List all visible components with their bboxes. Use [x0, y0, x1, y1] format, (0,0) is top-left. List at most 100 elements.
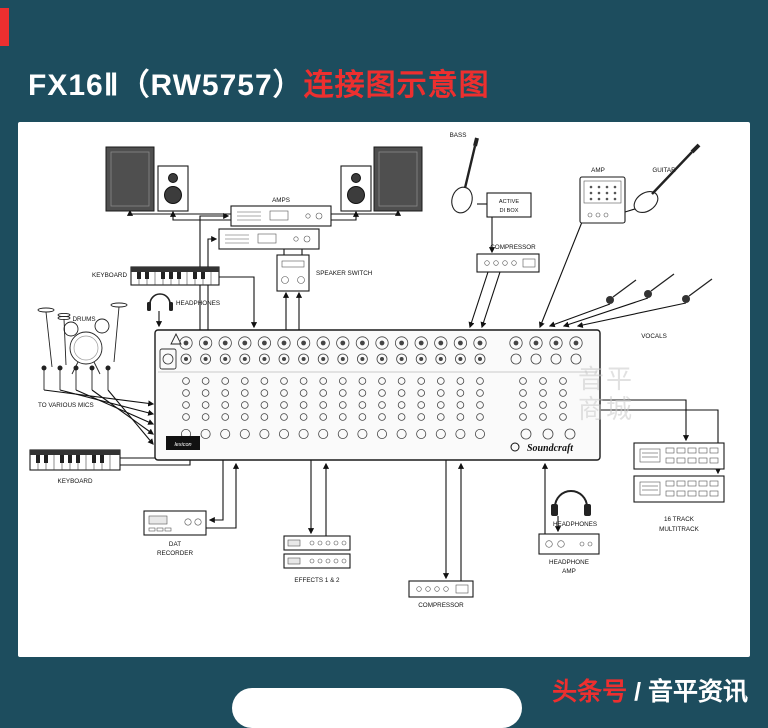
title-model: FX16Ⅱ（RW5757） — [28, 69, 304, 102]
headphones-top: HEADPHONES — [147, 293, 220, 311]
compressor-bottom-label: COMPRESSOR — [418, 602, 464, 609]
drums-label: DRUMS — [72, 316, 95, 323]
page-title: FX16Ⅱ（RW5757）连接图示意图 — [28, 60, 490, 104]
amps-label: AMPS — [272, 197, 290, 204]
keyboard-bottom-label: KEYBOARD — [58, 478, 93, 485]
mic-icon — [644, 290, 652, 298]
effects-units: EFFECTS 1 & 2 — [283, 535, 351, 584]
wire-mic-2 — [59, 389, 155, 416]
wire-amp-to-monitor-left — [169, 210, 231, 221]
wire-amp-to-monitor-right — [331, 210, 360, 221]
watermark-text: 商城 — [578, 394, 634, 424]
amp-rack-2 — [218, 228, 320, 250]
headphones-right: HEADPHONES — [551, 490, 597, 528]
wire-keyboard-top-mixer — [219, 276, 258, 329]
mixer-knob-field — [179, 336, 583, 440]
active-di-box: ACTIVE DI BOX — [486, 192, 532, 218]
bass-label: BASS — [450, 132, 467, 139]
amp-label: AMP — [591, 167, 605, 174]
bass-guitar: BASS — [450, 132, 479, 214]
cymbal-icon — [110, 302, 128, 308]
tom-icon — [63, 321, 79, 337]
wire-amp-to-speaker-left — [126, 209, 231, 216]
title-suffix: 连接图示意图 — [303, 69, 490, 102]
wire-mic-5 — [107, 389, 154, 445]
wire-mixer-dat — [208, 460, 224, 524]
headphones-top-icon — [149, 293, 171, 305]
guitar-body-icon — [633, 190, 659, 214]
electric-guitar: GUITAR — [633, 143, 701, 214]
watermark-credit: 头条号 / 音平资讯 — [552, 672, 748, 708]
wire-compressortop-mixer-1 — [468, 271, 489, 329]
effects-label: EFFECTS 1 & 2 — [294, 577, 340, 584]
wire-mixer-rack1 — [199, 212, 230, 330]
drum-kit: DRUMS — [37, 302, 128, 375]
di-box-label-line1: ACTIVE — [499, 199, 519, 205]
wire-vocal-3 — [576, 302, 687, 328]
drum-mics: TO VARIOUS MICS — [38, 365, 111, 409]
bottom-decoration — [232, 688, 522, 728]
soundcraft-logo-icon — [510, 442, 520, 452]
connection-diagram-panel: AMPS SPE — [18, 122, 750, 657]
headphones-right-label: HEADPHONES — [553, 521, 597, 528]
bass-body-icon — [451, 186, 473, 214]
credit-separator: / — [627, 678, 648, 706]
mixer-console: lexicon Soundcraft 音平 商城 — [154, 329, 634, 461]
mic-icon — [682, 295, 690, 303]
soundcraft-label: Soundcraft — [527, 443, 574, 454]
wire-vocal-2 — [562, 297, 649, 328]
cymbal-icon — [37, 307, 55, 313]
wire-mic-3 — [75, 389, 155, 425]
headphone-amp-label-line2: AMP — [562, 568, 576, 575]
watermark-text: 音平 — [578, 364, 634, 394]
compressor-bottom: COMPRESSOR — [408, 580, 474, 609]
speaker-pair-right — [340, 146, 423, 212]
power-amps: AMPS — [218, 197, 332, 250]
multitrack-recorders: 16 TRACK MULTITRACK — [633, 442, 725, 533]
wire-mic-4 — [91, 389, 154, 435]
connection-diagram: AMPS SPE — [29, 132, 725, 609]
guitar-label: GUITAR — [652, 167, 676, 174]
mixer-body — [154, 329, 601, 461]
guitar-amp: AMP — [579, 167, 626, 224]
account-name: 音平资讯 — [647, 678, 748, 706]
mic-icon — [606, 296, 614, 304]
wire-dat-mixer — [206, 462, 240, 529]
dat-label-line1: DAT — [169, 541, 181, 548]
wire-vocal-1 — [548, 303, 611, 328]
main-speaker-right — [373, 146, 423, 212]
wire-mic-1 — [43, 389, 155, 407]
wire-mixer-rack2 — [207, 235, 218, 330]
dat-recorder: DAT RECORDER — [143, 510, 207, 557]
vocal-mics: VOCALS — [606, 273, 713, 340]
bass-drum-icon — [69, 331, 103, 365]
wire-mixer-multitrack-1 — [600, 399, 690, 442]
dat-label-line2: RECORDER — [157, 550, 193, 557]
speaker-switch: SPEAKER SWITCH — [276, 254, 373, 292]
headphones-top-label: HEADPHONES — [176, 300, 220, 307]
caution-triangle-icon — [170, 332, 182, 345]
platform-name: 头条号 — [552, 678, 628, 706]
multitrack-label-line1: 16 TRACK — [664, 516, 695, 523]
wire-amp-mixer — [538, 221, 583, 329]
wire-compressortop-mixer-2 — [480, 271, 501, 329]
speaker-switch-label: SPEAKER SWITCH — [316, 270, 373, 277]
to-various-mics-label: TO VARIOUS MICS — [38, 402, 94, 409]
amp-rack-1 — [230, 205, 332, 227]
compressor-top: COMPRESSOR — [476, 244, 540, 273]
keyboard-top-label: KEYBOARD — [92, 272, 127, 279]
headphone-amp: HEADPHONE AMP — [538, 533, 600, 575]
speaker-pair-left — [105, 146, 189, 212]
compressor-top-label: COMPRESSOR — [490, 244, 536, 251]
multitrack-label-line2: MULTITRACK — [659, 526, 700, 533]
di-box-label-line2: DI BOX — [500, 208, 519, 214]
lexicon-label: lexicon — [174, 442, 191, 448]
connection-wires — [43, 203, 722, 581]
headphone-amp-label-line1: HEADPHONE — [549, 559, 589, 566]
vocals-label: VOCALS — [641, 333, 667, 340]
lexicon-effects-badge — [166, 436, 200, 450]
tom-icon — [94, 318, 110, 334]
red-accent-bar — [0, 8, 9, 46]
keyboard-top: KEYBOARD — [92, 266, 220, 286]
power-inlet-icon — [159, 348, 177, 370]
